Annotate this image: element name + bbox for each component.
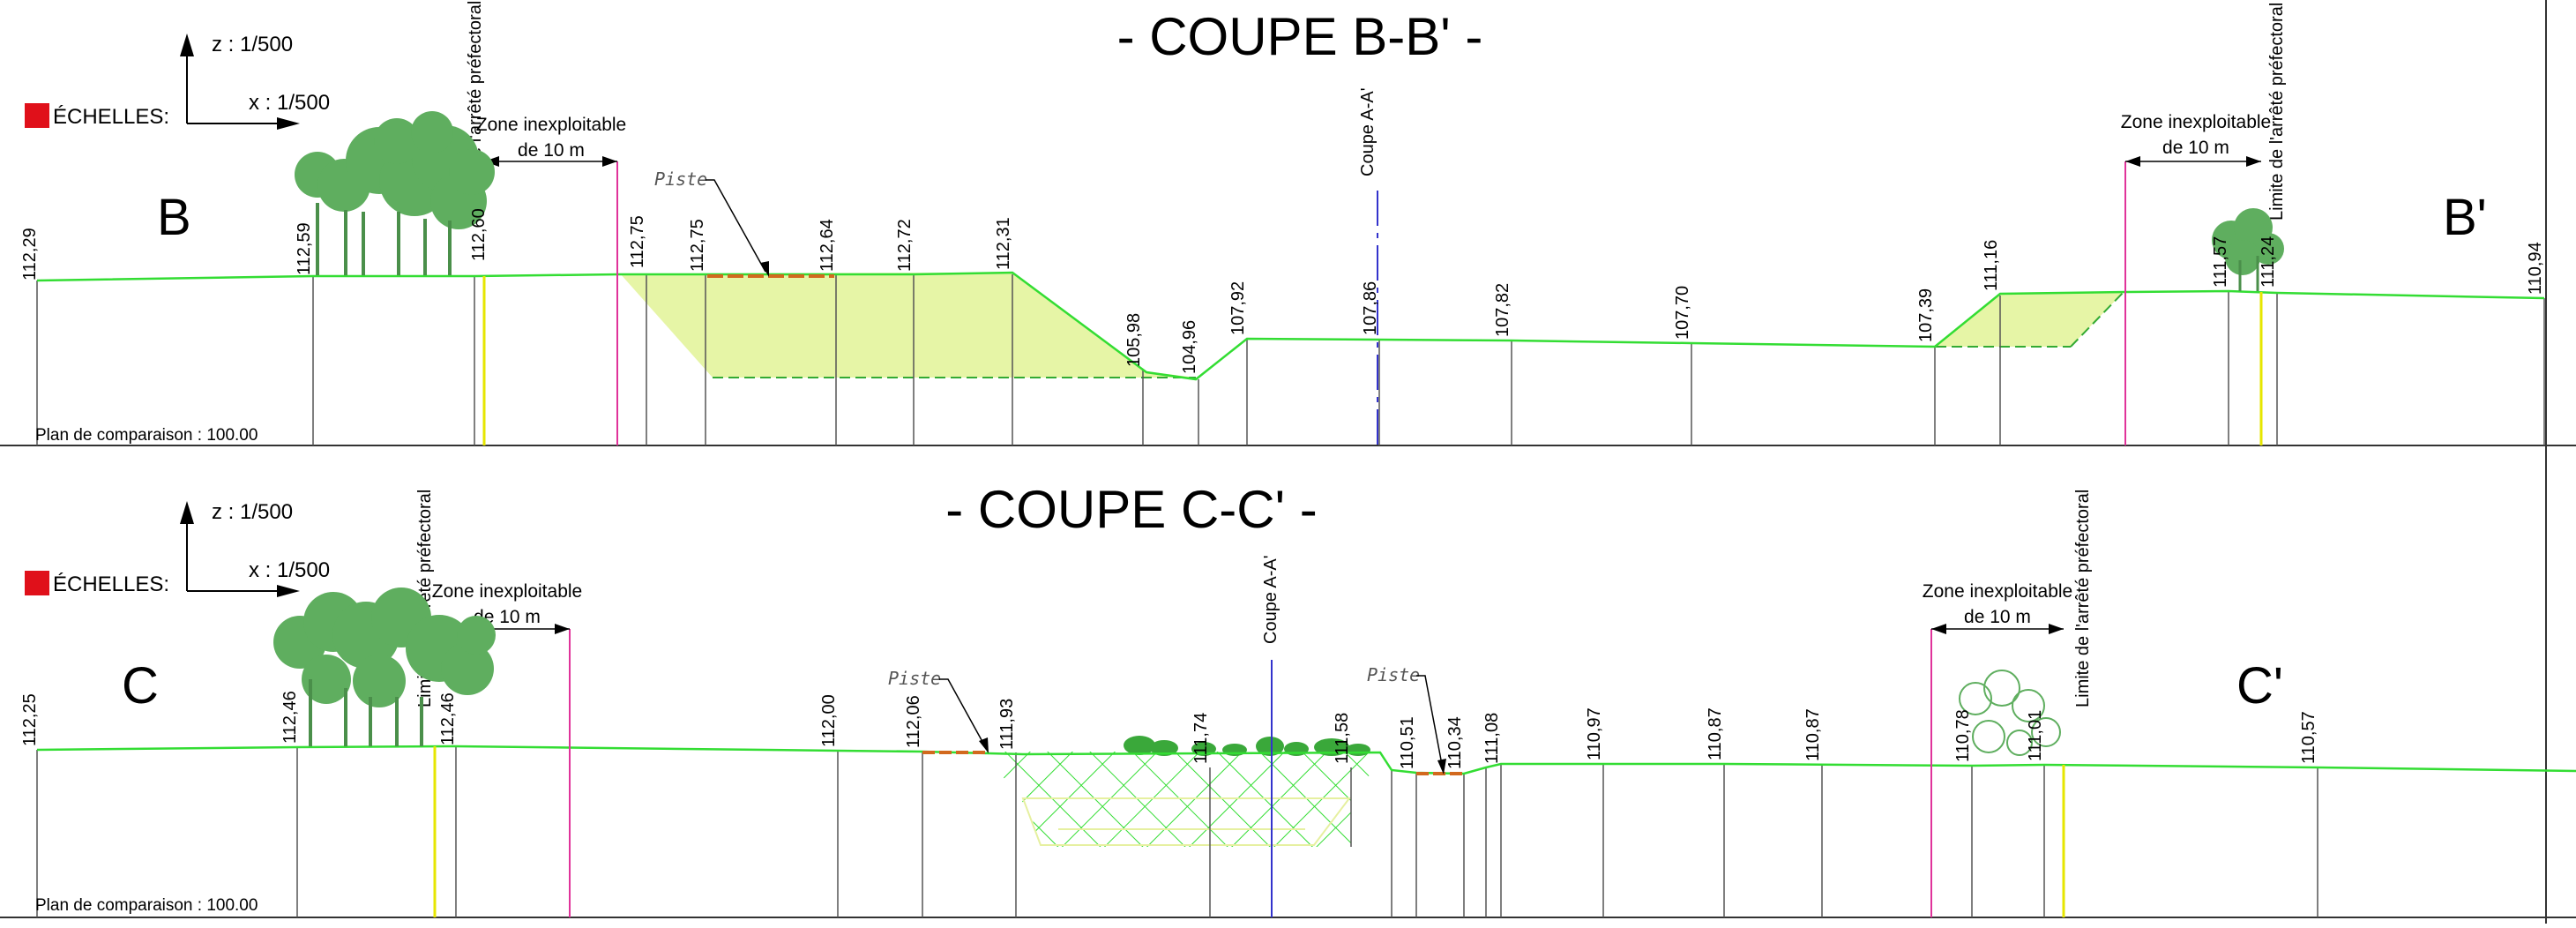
elevation-label: 107,39: [1916, 288, 1936, 342]
elevation-label: 112,31: [994, 217, 1013, 270]
section-end-letter: C': [2236, 657, 2283, 715]
limite-label-right: Limite de l'arrêté préfectoral: [2073, 490, 2093, 707]
elevation-label: 107,70: [1673, 286, 1692, 340]
zone-right-line1: Zone inexploitable: [2121, 112, 2271, 132]
elevation-label: 112,46: [438, 692, 458, 745]
elevation-label: 112,64: [818, 219, 837, 272]
section-title: - COUPE C-C' -: [945, 480, 1317, 539]
elevation-label: 110,97: [1585, 707, 1604, 760]
coupe-label: Coupe A-A': [1358, 87, 1378, 176]
piste-arrow-icon: [979, 737, 989, 753]
piste-arrow-icon: [760, 261, 769, 277]
dim-arrow-icon: [555, 624, 570, 634]
embankment-fill-right: [1936, 292, 2124, 347]
elevation-label: 112,06: [904, 695, 923, 748]
elevation-labels: 112,25 112,46 112,46 112,00 112,06 111,93 111,…: [20, 691, 2318, 769]
elevation-label: 110,34: [1445, 716, 1465, 769]
elevation-label: 112,60: [469, 208, 489, 261]
elevation-label: 112,75: [688, 219, 707, 272]
elevation-label: 110,51: [1398, 716, 1417, 769]
section-bb: - COUPE B-B' - ÉCHELLES: z : 1/500 x : 1…: [20, 1, 2545, 445]
elevation-label: 107,86: [1361, 281, 1380, 335]
elevation-label: 111,08: [1482, 713, 1502, 764]
z-arrow-icon: [180, 501, 194, 524]
elevation-label: 112,46: [280, 691, 300, 744]
elevation-label: 110,94: [2526, 242, 2545, 295]
elevation-label: 105,98: [1124, 313, 1144, 367]
elevation-labels: 112,29 112,59 112,60 112,75 112,75 112,64 112,…: [20, 208, 2545, 374]
tree-cluster-icon: [273, 587, 496, 746]
ordinate-lines: [36, 274, 2545, 445]
zone-right-line2: de 10 m: [1964, 607, 2031, 627]
zone-right-line1: Zone inexploitable: [1923, 581, 2072, 602]
tree-cluster-icon: [1959, 670, 2061, 756]
scales-label: ÉCHELLES:: [53, 105, 169, 129]
elevation-label: 110,78: [1953, 709, 1973, 762]
tree-cluster-icon: [2212, 208, 2284, 291]
faded-zone: [1021, 797, 1352, 846]
elevation-label: 104,96: [1180, 320, 1199, 374]
x-arrow-icon: [277, 585, 300, 597]
scale-z: z : 1/500: [212, 33, 293, 56]
dim-arrow-icon: [2125, 156, 2140, 167]
z-arrow-icon: [180, 34, 194, 56]
section-end-letter: B': [2443, 189, 2487, 246]
elevation-label: 112,72: [895, 219, 915, 272]
zone-left-line1: Zone inexploitable: [432, 581, 582, 602]
section-start-letter: C: [122, 657, 159, 715]
embankment-fill: [620, 273, 1196, 378]
zone-right-line2: de 10 m: [2162, 138, 2229, 158]
elevation-label: 107,92: [1228, 281, 1248, 335]
elevation-label: 107,82: [1493, 283, 1512, 337]
dim-arrow-icon: [1931, 624, 1946, 634]
section-cc: - COUPE C-C' - ÉCHELLES: z : 1/500 x : 1…: [20, 480, 2576, 917]
section-title: - COUPE B-B' -: [1117, 7, 1483, 66]
scale-x: x : 1/500: [249, 558, 330, 582]
dim-arrow-icon: [602, 156, 617, 167]
elevation-label: 110,87: [1803, 708, 1823, 761]
scale-z: z : 1/500: [212, 500, 293, 524]
elevation-label: 111,01: [2026, 710, 2045, 761]
elevation-label: 112,75: [628, 215, 647, 268]
datum-label: Plan de comparaison : 100.00: [35, 426, 258, 445]
elevation-label: 111,93: [997, 699, 1017, 750]
scale-block: ÉCHELLES: z : 1/500 x : 1/500: [25, 500, 330, 597]
scale-square-icon: [25, 103, 49, 128]
ground-profile: [36, 271, 2545, 381]
dim-arrow-icon: [2246, 156, 2261, 167]
limite-label-right: Limite de l'arrêté préfectoral: [2267, 3, 2287, 221]
elevation-label: 112,29: [20, 228, 40, 281]
elevation-label: 110,87: [1706, 707, 1725, 760]
scale-x: x : 1/500: [249, 91, 330, 115]
dim-arrow-icon: [2049, 624, 2064, 634]
elevation-label: 112,59: [295, 222, 314, 275]
datum-label: Plan de comparaison : 100.00: [35, 896, 258, 915]
elevation-label: 112,00: [819, 694, 839, 747]
bush-icon: [1124, 736, 1370, 756]
piste-label: Piste: [654, 168, 707, 190]
ordinate-lines: [36, 746, 2318, 917]
tree-cluster-icon: [295, 111, 495, 275]
elevation-label: 111,16: [1982, 240, 2001, 291]
zone-left-line2: de 10 m: [518, 140, 585, 161]
section-start-letter: B: [157, 189, 191, 246]
piste-arrow-icon: [1437, 759, 1446, 775]
piste-label: Piste: [888, 668, 941, 689]
elevation-label: 111,74: [1191, 713, 1211, 764]
elevation-label: 112,25: [20, 693, 40, 746]
elevation-label: 111,24: [2259, 236, 2278, 288]
elevation-label: 111,58: [1333, 713, 1352, 764]
x-arrow-icon: [277, 117, 300, 130]
piste-label-2: Piste: [1367, 664, 1420, 685]
coupe-label: Coupe A-A': [1261, 555, 1281, 644]
elevation-label: 111,57: [2211, 236, 2230, 288]
zone-left-line1: Zone inexploitable: [476, 115, 626, 135]
elevation-label: 110,57: [2299, 711, 2318, 764]
scales-label: ÉCHELLES:: [53, 573, 169, 596]
scale-block: ÉCHELLES: z : 1/500 x : 1/500: [25, 33, 330, 130]
scale-square-icon: [25, 571, 49, 595]
